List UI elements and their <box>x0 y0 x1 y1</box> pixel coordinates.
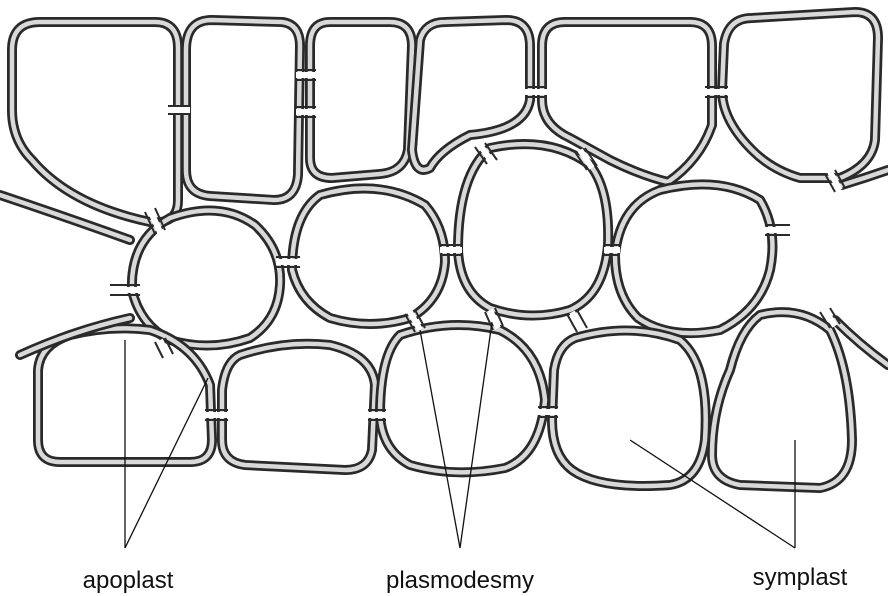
label-symplast: symplast <box>753 564 848 591</box>
top-cell-2 <box>186 20 300 200</box>
top-cell-6 <box>722 12 878 178</box>
bottom-cell-4 <box>552 330 706 486</box>
top-cell-3 <box>310 22 412 178</box>
bottom-cell-5 <box>712 312 852 488</box>
plasmodesma-20 <box>567 310 587 332</box>
bottom-cell-3 <box>380 325 545 472</box>
plasmodesmy-leaders <box>420 322 492 548</box>
top-cell-1 <box>12 22 178 222</box>
mid-cell-3 <box>458 144 608 315</box>
plasmodesma-1 <box>168 106 190 114</box>
mid-cell-4 <box>615 184 772 333</box>
bottom-cell-2 <box>222 344 375 470</box>
top-cell-5 <box>542 22 712 182</box>
mid-cell-2 <box>292 188 445 324</box>
apoplast-leaders <box>125 340 208 548</box>
label-plasmodesmy: plasmodesmy <box>386 567 534 594</box>
label-apoplast: apoplast <box>83 567 174 594</box>
